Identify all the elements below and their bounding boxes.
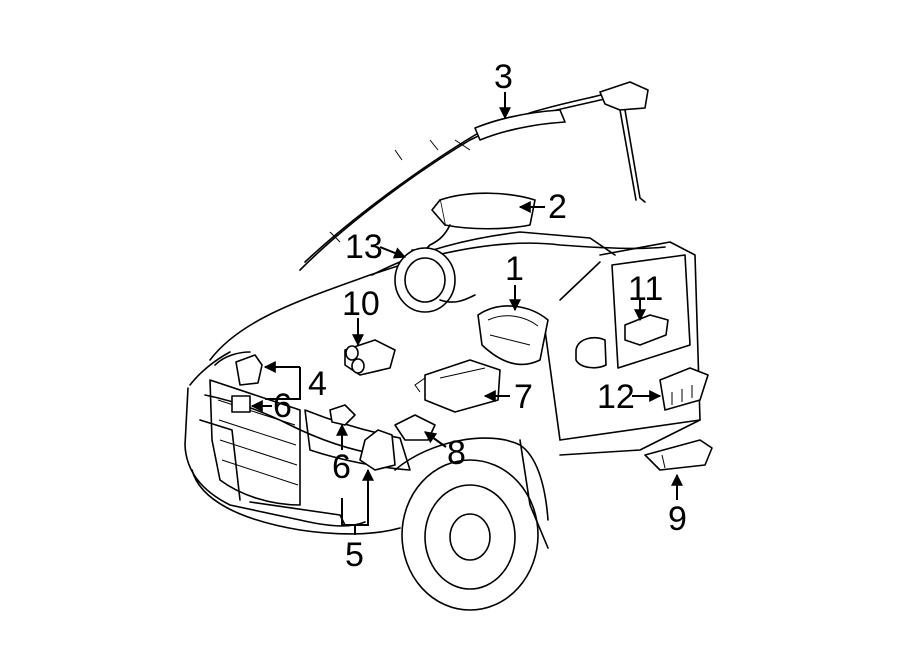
part-6-bolt-center bbox=[329, 404, 356, 426]
callout-2: 2 bbox=[548, 188, 567, 226]
callout-7: 7 bbox=[514, 378, 533, 416]
part-1-driver-airbag bbox=[477, 305, 549, 366]
callout-5: 5 bbox=[345, 536, 364, 574]
part-5-front-sensor bbox=[359, 429, 396, 471]
callout-1: 1 bbox=[505, 250, 524, 288]
part-12-side-sensor bbox=[659, 367, 709, 411]
front-tire bbox=[401, 459, 539, 611]
part-9-occupant-sensor bbox=[644, 439, 713, 471]
callout-labels: 3 2 13 1 10 11 4 6 7 12 8 6 9 5 bbox=[273, 58, 687, 574]
part-8-bracket bbox=[394, 414, 436, 441]
hood-outline bbox=[209, 242, 666, 361]
callout-6-left: 6 bbox=[273, 387, 292, 425]
side-mirror bbox=[575, 336, 607, 369]
callout-3: 3 bbox=[494, 58, 513, 96]
callout-11: 11 bbox=[628, 270, 663, 308]
part-7-control-module bbox=[414, 359, 501, 413]
callout-10: 10 bbox=[342, 285, 380, 323]
part-10-sensor-module bbox=[344, 339, 396, 376]
front-bumper bbox=[191, 469, 401, 535]
windshield bbox=[371, 231, 616, 276]
part-13-clock-spring bbox=[394, 247, 476, 313]
callout-4: 4 bbox=[308, 365, 327, 403]
leader-lines bbox=[250, 92, 683, 535]
callout-9: 9 bbox=[668, 500, 687, 538]
cab-outline bbox=[559, 241, 701, 456]
callout-13: 13 bbox=[345, 228, 383, 266]
part-11-side-sensor bbox=[624, 314, 669, 346]
part-3-curtain-airbag bbox=[299, 81, 649, 271]
part-6-bolt-left bbox=[231, 395, 251, 413]
callout-12: 12 bbox=[597, 378, 635, 416]
part-4-front-sensor bbox=[214, 351, 263, 386]
callout-6-center: 6 bbox=[332, 448, 351, 486]
grille bbox=[209, 379, 301, 506]
callout-8: 8 bbox=[447, 434, 466, 472]
